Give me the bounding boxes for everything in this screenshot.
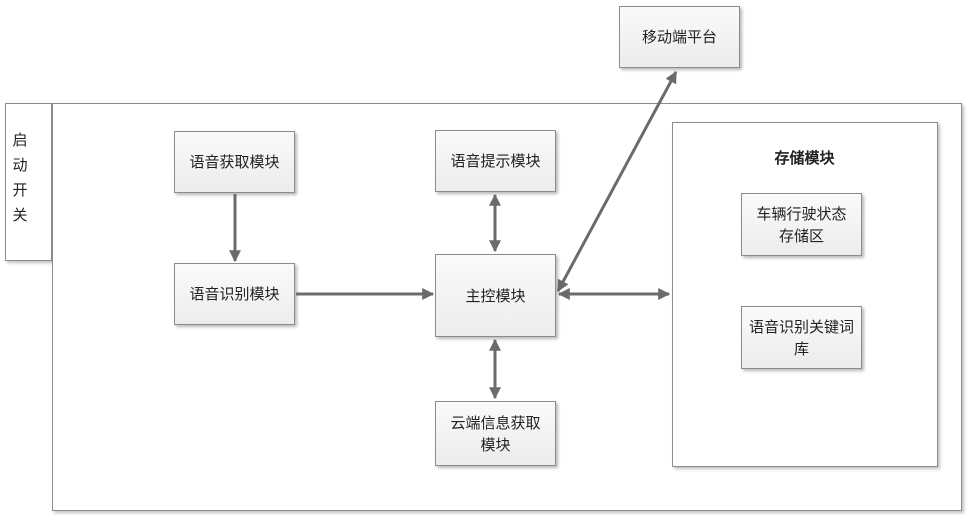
arrow-main-mobile — [558, 72, 676, 291]
